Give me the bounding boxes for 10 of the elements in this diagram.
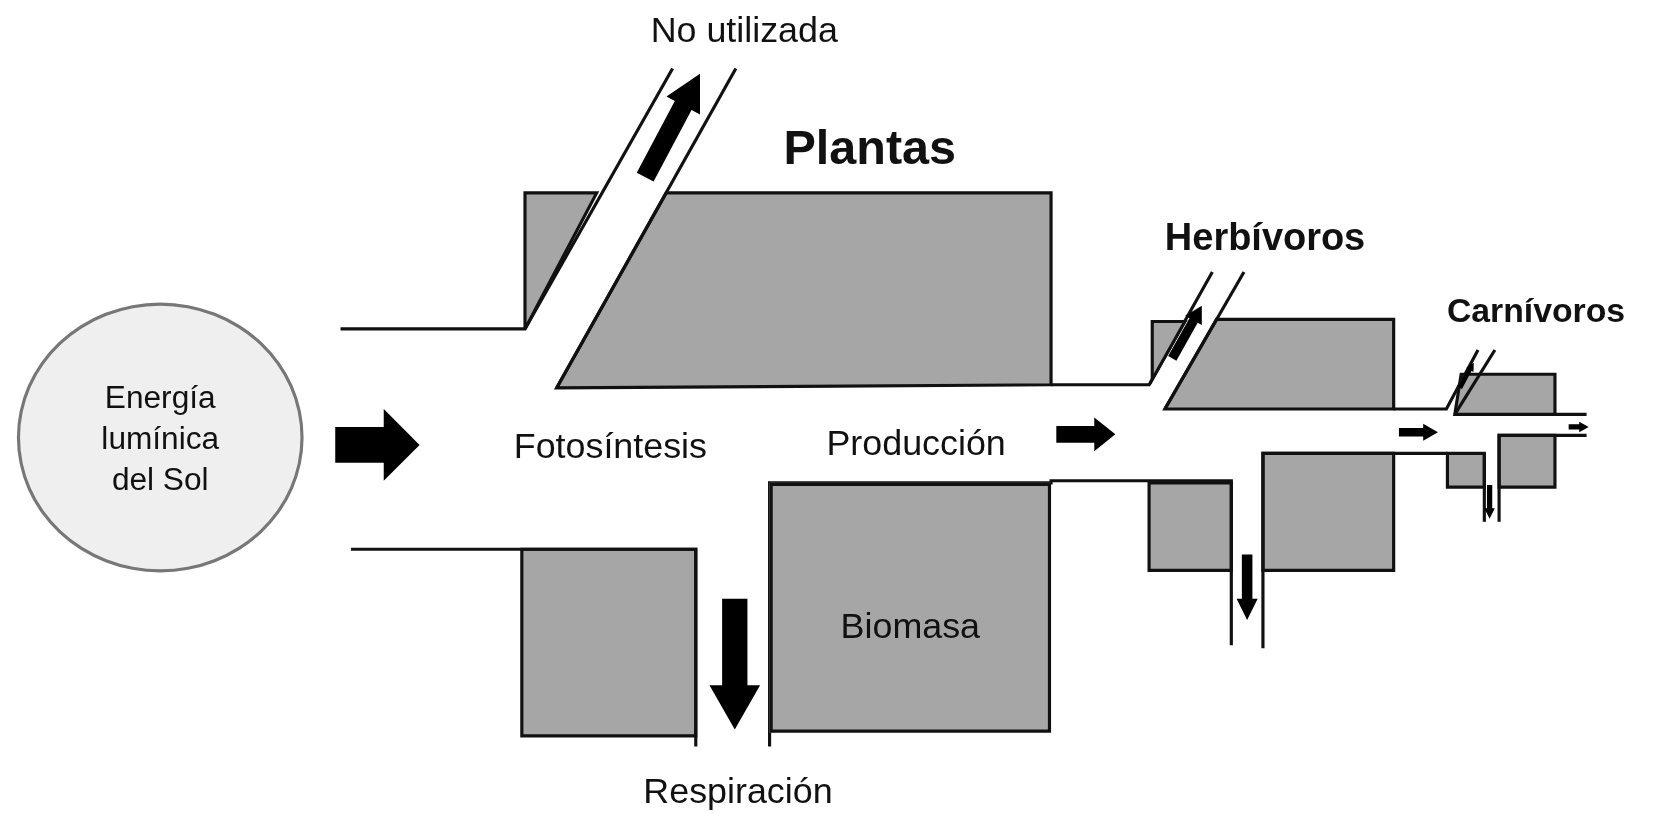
level-heading: Carnívoros bbox=[1446, 290, 1626, 332]
stock-box bbox=[769, 482, 1052, 733]
node-text: Energía lumínica del Sol bbox=[100, 378, 221, 498]
node-text: Biomasa bbox=[840, 604, 981, 648]
flow-label: Producción bbox=[826, 421, 1006, 465]
flow-label: No utilizada bbox=[650, 8, 838, 51]
level-heading: Plantas bbox=[783, 118, 956, 177]
flow-label: Respiración bbox=[643, 769, 833, 813]
level-heading: Herbívoros bbox=[1164, 214, 1366, 260]
flow-label: Fotosíntesis bbox=[513, 424, 707, 468]
